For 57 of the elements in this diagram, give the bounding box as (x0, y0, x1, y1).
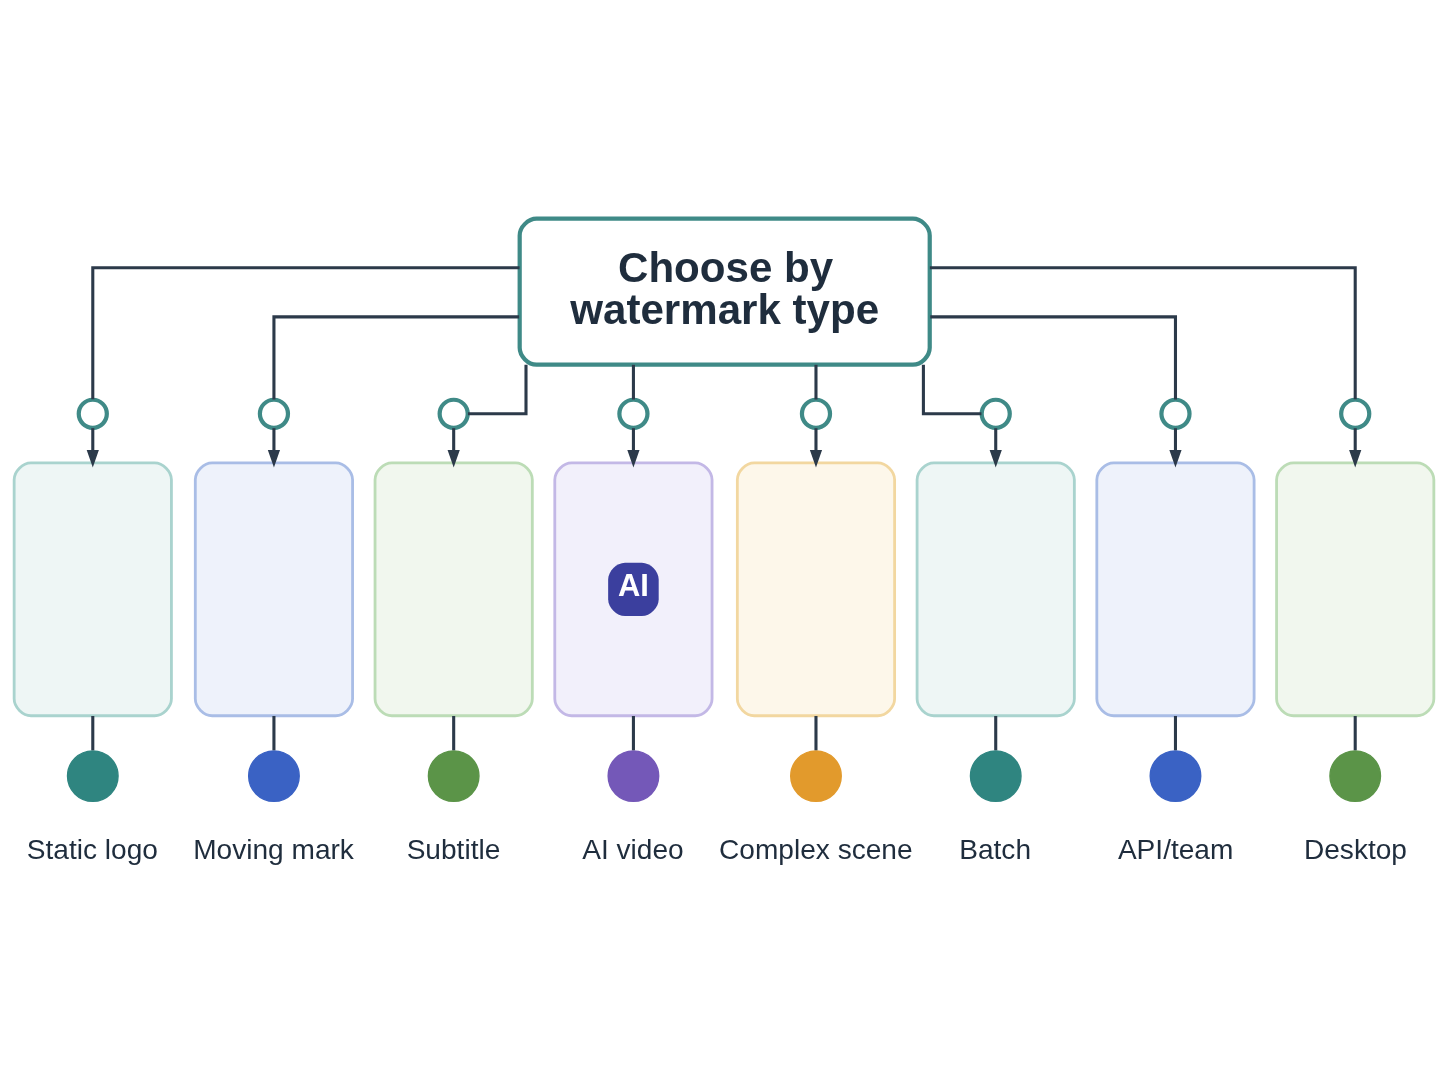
connector (814, 716, 818, 751)
connector (91, 716, 95, 751)
node-circle (76, 397, 109, 430)
node-box (12, 461, 173, 718)
node-box (1275, 461, 1436, 718)
connector (91, 266, 520, 400)
connector (272, 315, 520, 400)
connector (452, 716, 456, 751)
node-circle (1159, 397, 1192, 430)
node-circle (1329, 750, 1382, 803)
node-box (373, 461, 534, 718)
arrow (447, 428, 460, 468)
node-circle (799, 397, 833, 430)
node-circle (790, 750, 842, 803)
node-circle (247, 750, 300, 803)
node-label: Batch (959, 833, 1032, 865)
node-circle (1339, 397, 1372, 430)
arrow (809, 428, 823, 468)
node-box: AI (553, 461, 714, 718)
node-label: Static logo (26, 833, 158, 865)
node-box (1095, 461, 1256, 718)
connector (929, 266, 1357, 400)
arrow (627, 428, 640, 468)
node-box (193, 461, 354, 718)
arrow (1349, 428, 1362, 468)
connector (272, 716, 276, 751)
connector (467, 364, 528, 416)
node-label: AI video (582, 833, 684, 865)
node-label: API/team (1117, 833, 1234, 865)
node-label: Complex scene (719, 833, 913, 865)
connector (631, 716, 635, 751)
connector (1353, 716, 1357, 751)
node-circle (617, 397, 650, 430)
arrow (1169, 428, 1182, 468)
arrow (989, 428, 1002, 468)
connector (814, 364, 818, 400)
node-circle (1149, 750, 1202, 803)
node-box (915, 461, 1076, 718)
node-circle (607, 750, 660, 803)
node-circle (437, 397, 470, 430)
node-circle (66, 750, 119, 803)
connector (1173, 716, 1177, 751)
node-label: Moving mark (193, 833, 354, 865)
node-box: Choose by watermark type (517, 216, 932, 367)
node-circle (979, 397, 1012, 430)
node-label: Desktop (1303, 833, 1407, 865)
connector (631, 364, 635, 400)
node-circle (427, 750, 480, 803)
node-box (735, 461, 897, 718)
node-circle (969, 750, 1022, 803)
node-label: Subtitle (406, 833, 501, 865)
arrow (86, 428, 99, 468)
connector (921, 364, 982, 416)
connector (994, 716, 998, 751)
arrow (267, 428, 281, 468)
node-circle (257, 397, 291, 430)
connector (930, 315, 1177, 400)
